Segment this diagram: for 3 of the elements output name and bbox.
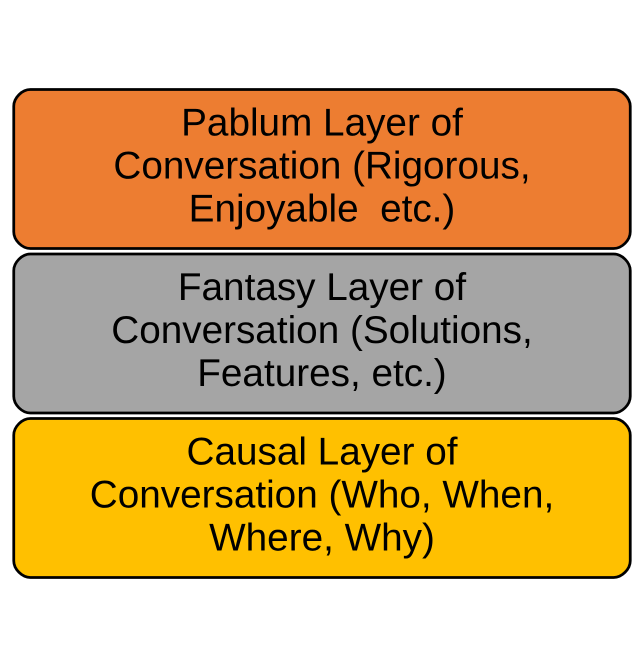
node-box: Fantasy Layer of Conversation (Solutions, Features, etc.) — [12, 252, 632, 414]
node-box: Pablum Layer of Conversation (Rigorous, Enjoyable etc.) — [12, 88, 632, 250]
node-box: Causal Layer of Conversation (Who, When, Where, Why) — [12, 417, 632, 579]
